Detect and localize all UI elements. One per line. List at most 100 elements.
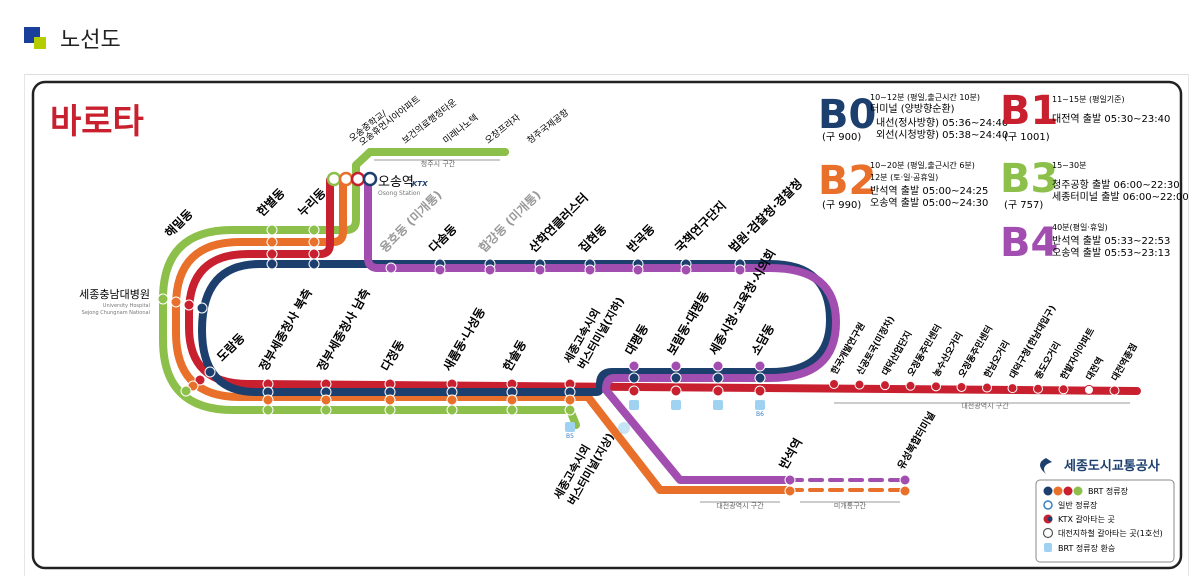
brt-transfer-icon: [565, 422, 575, 432]
brt-mark-b5: B5: [566, 433, 574, 440]
osong-ro-label: 오창프라자: [483, 112, 523, 147]
b0-old: (구 900): [822, 132, 861, 143]
b4-line1: 40분(평일·휴일): [1052, 222, 1108, 232]
east-stop-label: 대덕구청(한남대입구): [1007, 303, 1059, 381]
daepyeong-label: 대평동: [622, 322, 651, 358]
yuseong-stop[interactable]: 유성복합터미널: [894, 409, 938, 497]
header-mark-icon: [24, 27, 46, 49]
east-stop-marker[interactable]: [1033, 383, 1043, 394]
b0-line: [198, 260, 834, 396]
subway-icon: [1042, 527, 1054, 539]
b2-line2: 12분 (토·일·공휴일): [870, 173, 938, 182]
b2-code: B2: [818, 158, 876, 204]
yuseong-label: 유성복합터미널: [894, 409, 937, 471]
b1-line2: 대전역 출발 05:30~23:40: [1052, 113, 1170, 125]
b0-line3: 내선(정사방향) 05:36~24:40: [876, 117, 1008, 129]
b4-code: B4: [1000, 220, 1058, 266]
page-title: 노선도: [60, 28, 121, 53]
east-stop-marker[interactable]: [1109, 385, 1120, 396]
legend-box: [1035, 479, 1175, 563]
brt-mark-b6: B6: [756, 411, 764, 418]
legend-general-stop: 일반 정류장: [1058, 500, 1098, 510]
b0-line2: 터미널 (양방향순환): [870, 103, 955, 115]
b0-code: B0: [818, 92, 876, 138]
boram-stop[interactable]: 보람동·대평동: [664, 289, 712, 410]
b1-line1: 11~15분 (평일기준): [1052, 94, 1125, 104]
east-stop-marker[interactable]: [880, 380, 890, 391]
hansol-label: 한솔동: [500, 337, 530, 373]
cheongju-section-label: 청주시 구간: [421, 159, 456, 168]
east-stop-marker[interactable]: [1007, 383, 1018, 394]
nuri-label: 누리동: [295, 185, 329, 219]
govnorth-label: 정부세종청사 북측: [256, 286, 315, 374]
b3-line1: 15~30분: [1052, 161, 1086, 170]
east-stop-marker[interactable]: [931, 381, 941, 392]
govsouth-label: 정부세종청사 남측: [314, 286, 373, 374]
banseok-label: 반석역: [776, 435, 806, 471]
b0-line1: 10~12분 (평일,출근시간 10분): [870, 92, 980, 102]
doram-label: 도람동: [214, 331, 247, 364]
east-stop-marker[interactable]: [982, 382, 992, 393]
legend-brt-stop: BRT 정류장: [1088, 486, 1129, 496]
brt-transfer-legend-icon: [1044, 543, 1052, 552]
daepyeong-stop[interactable]: 대평동: [622, 322, 651, 410]
legend-org: 세종도시교통공사: [1064, 458, 1160, 474]
b3-line2: 청주공항 출발 06:00~22:30: [1052, 179, 1180, 191]
b2-old: (구 990): [822, 200, 861, 211]
page-header: 노선도: [24, 22, 121, 54]
b4-line: [364, 176, 840, 484]
legend-subway: 대전지하철 갈아타는 곳(1호선): [1058, 528, 1163, 538]
sodam-label: 소담동: [748, 321, 778, 357]
b2-line: [172, 176, 794, 494]
osong-ktx-label: KTX: [412, 180, 428, 188]
east-stop-marker[interactable]: [905, 380, 916, 391]
hospital-en-1: University Hospital: [103, 303, 150, 309]
general-stop-icon: [1043, 500, 1053, 510]
route-info-b1: B1 (구 1001) 11~15분 (평일기준) 대전역 출발 05:30~2…: [1000, 88, 1170, 143]
unopened-section-label: 미개통구간: [834, 501, 867, 510]
east-stop-marker[interactable]: [1058, 384, 1069, 395]
baroda-logo: 바로타: [50, 102, 144, 142]
hospital-stop[interactable]: 세종충남대병원 University Hospital Sejong Chung…: [79, 288, 208, 316]
daejeon-south-section-label: 대전광역시 구간: [716, 501, 764, 510]
hospital-label: 세종충남대병원: [79, 288, 150, 301]
east-stop-marker[interactable]: [1084, 384, 1094, 395]
gukchaek-label: 국책연구단지: [672, 198, 729, 255]
map-frame: [24, 74, 1189, 576]
dasom-label: 다솜동: [426, 221, 460, 255]
b2-line1: 10~20분 (평일,출근시간 6분): [870, 160, 975, 170]
hospital-en-2: Sejong Chungnam National: [82, 310, 150, 316]
b1-code: B1: [1000, 88, 1058, 134]
daejeon-east-section-label: 대전광역시 구간: [961, 401, 1009, 410]
boram-label: 보람동·대평동: [664, 289, 712, 357]
legend: 세종도시교통공사 BRT 정류장 일반 정류장 KTX 갈아타는 곳 대전지하철…: [1035, 458, 1175, 563]
cheongju-branch-stops: 오송중학교/ 오송휴먼시아아파트 보건의료행정타운 미래나노텍 오창프라자 청주…: [347, 94, 571, 168]
east-stop-marker[interactable]: [829, 379, 839, 389]
b2-line4: 오송역 출발 05:00~24:30: [870, 197, 988, 209]
beobwon-label: 법원·검찰청·경찰청: [726, 176, 806, 256]
east-stop-marker[interactable]: [956, 381, 967, 392]
b4-line3: 오송역 출발 05:53~23:13: [1052, 247, 1170, 259]
legend-ktx: KTX 갈아타는 곳: [1058, 514, 1115, 524]
logo-text: 바로타: [50, 102, 144, 142]
route-info-b0: B0 (구 900) 10~12분 (평일,출근시간 10분) 터미널 (양방향…: [818, 92, 1008, 143]
route-info-b2: B2 (구 990) 10~20분 (평일,출근시간 6분) 12분 (토·일·…: [818, 158, 988, 211]
dajeong-label: 다정동: [378, 337, 408, 373]
hansol-stop[interactable]: 한솔동: [500, 337, 530, 416]
osong-en-label: Osong Station: [378, 190, 421, 197]
b2-line3: 반석역 출발 05:00~24:25: [870, 185, 988, 197]
east-stop-label: 대전역종점: [1109, 341, 1140, 383]
east-stop-marker[interactable]: [854, 379, 865, 390]
dajeong-stop[interactable]: 다정동: [378, 337, 408, 416]
bangok-label: 반곡동: [624, 221, 658, 255]
east-stations: 한국개발연구원신공토국(미정차)대덕산업단지오정동주민센터농수산오거리오정동주민…: [828, 303, 1140, 396]
saerom-label: 새롬동·나성동: [440, 305, 488, 374]
b0-line4: 외선(시청방향) 05:38~24:40: [876, 129, 1008, 141]
route-info-b3: B3 (구 757) 15~30분 청주공항 출발 06:00~22:30 세종…: [1000, 156, 1189, 211]
hanbyeol-label: 한별동: [254, 185, 288, 219]
b3-old: (구 757): [1004, 200, 1043, 211]
osong-station[interactable]: 오송역 KTX Osong Station: [326, 171, 428, 197]
route-info-b4: B4 40분(평일·휴일) 반석역 출발 05:33~22:53 오송역 출발 …: [1000, 220, 1170, 266]
org-logo-icon: [1040, 458, 1052, 474]
